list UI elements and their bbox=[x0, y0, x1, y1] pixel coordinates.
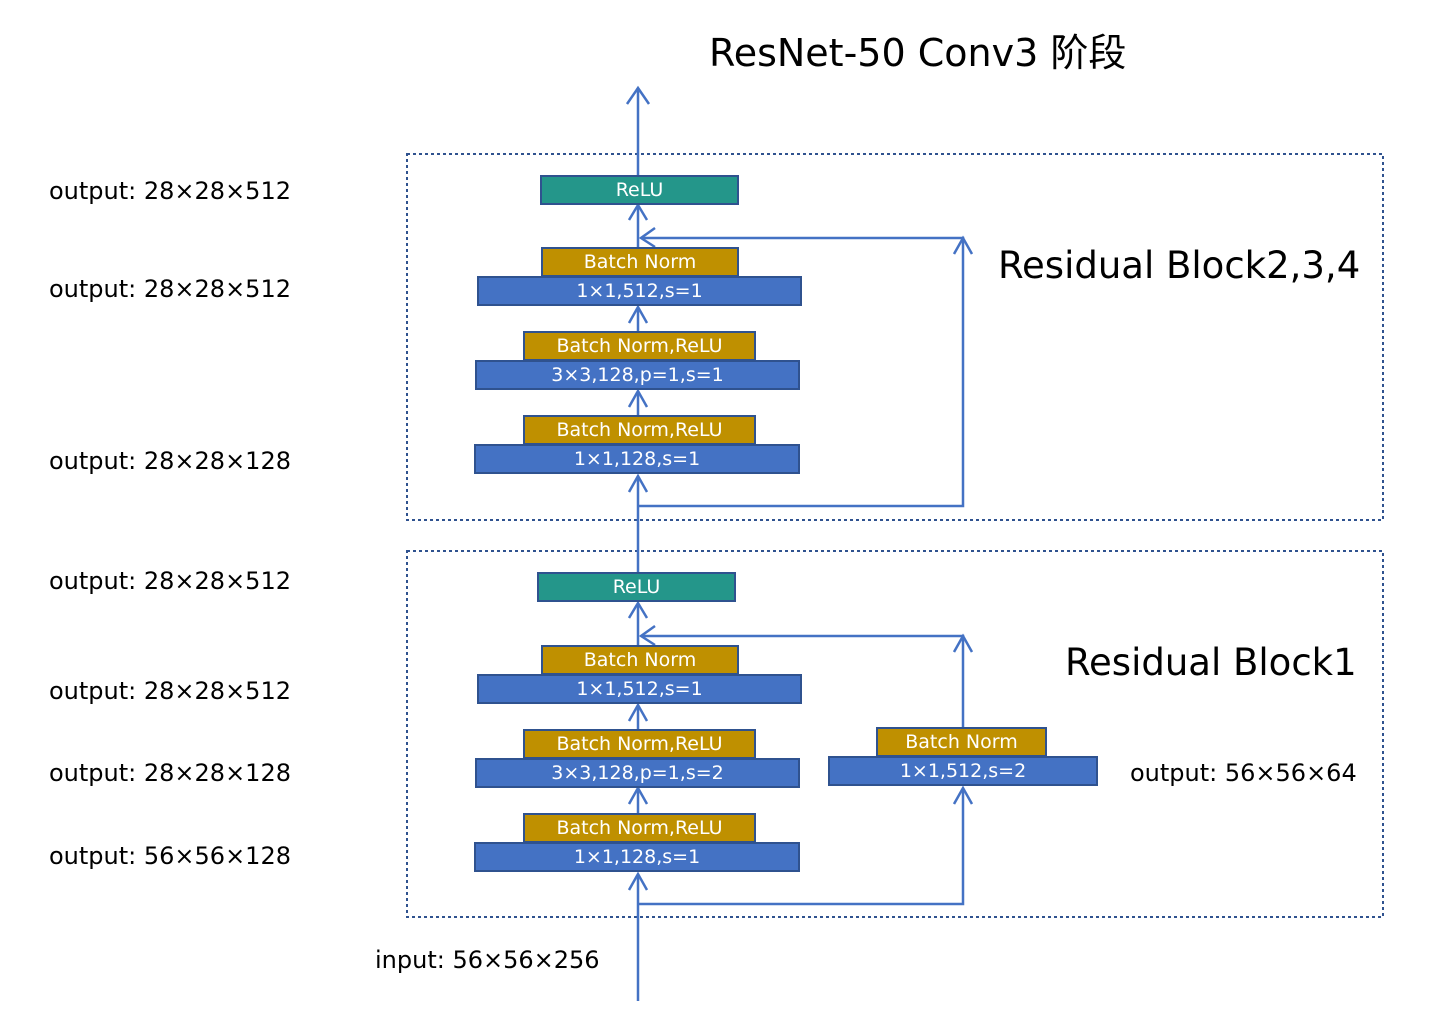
b1-bn2-box: Batch Norm,ReLU bbox=[523, 729, 756, 759]
b1-shortcut-conv-box: 1×1,512,s=2 bbox=[828, 756, 1098, 786]
output-label-bottom-conv3: output: 28×28×512 bbox=[49, 677, 291, 705]
b2-shortcut bbox=[638, 236, 965, 508]
output-label-top-conv1: output: 28×28×128 bbox=[49, 447, 291, 475]
b1-shortcut-up bbox=[638, 788, 965, 906]
b1-shortcut-bn-box: Batch Norm bbox=[876, 727, 1047, 757]
arrowhead-b1-merge-left bbox=[638, 624, 656, 647]
arrowhead-b1-merge-right bbox=[952, 633, 974, 653]
arrowhead-b1-shortcut bbox=[952, 785, 974, 805]
arrowhead-b2-relu bbox=[627, 202, 649, 221]
arrowhead-b1-relu bbox=[627, 600, 649, 619]
b2-conv2-box: 3×3,128,p=1,s=1 bbox=[475, 360, 800, 390]
arrowhead-b1-conv1 bbox=[627, 871, 649, 891]
b1-bn3-box: Batch Norm bbox=[541, 645, 739, 675]
arrowhead-b2-bn3 bbox=[627, 304, 649, 324]
b1-relu-box: ReLU bbox=[537, 572, 736, 602]
arrowhead-output bbox=[625, 85, 651, 105]
b2-conv3-box: 1×1,512,s=1 bbox=[477, 276, 802, 306]
block-bottom-title: Residual Block1 bbox=[1065, 641, 1357, 684]
arrowhead-b2-merge-left bbox=[638, 226, 656, 249]
block-bottom-boundary bbox=[406, 550, 1384, 918]
output-label-bottom-conv1: output: 56×56×128 bbox=[49, 842, 291, 870]
output-label-shortcut: output: 56×56×64 bbox=[1130, 759, 1357, 787]
b1-bn1-box: Batch Norm,ReLU bbox=[523, 813, 756, 843]
b1-conv1-box: 1×1,128,s=1 bbox=[474, 842, 800, 872]
arrowhead-b1-bn2 bbox=[627, 785, 649, 805]
output-label-bottom-relu: output: 28×28×512 bbox=[49, 567, 291, 595]
arrowhead-b1-bn3 bbox=[627, 702, 649, 722]
arrowhead-b2-conv1 bbox=[627, 473, 649, 493]
b2-conv1-box: 1×1,128,s=1 bbox=[474, 444, 800, 474]
b1-conv3-box: 1×1,512,s=1 bbox=[477, 674, 802, 704]
block-top-title: Residual Block2,3,4 bbox=[998, 244, 1361, 287]
block-top-boundary bbox=[406, 153, 1384, 521]
b2-relu-box: ReLU bbox=[540, 175, 739, 205]
output-label-top-conv3: output: 28×28×512 bbox=[49, 275, 291, 303]
b1-conv2-box: 3×3,128,p=1,s=2 bbox=[475, 758, 800, 788]
arrowhead-b2-merge-right bbox=[952, 235, 974, 255]
output-label-top-relu: output: 28×28×512 bbox=[49, 177, 291, 205]
diagram-title: ResNet-50 Conv3 阶段 bbox=[709, 31, 1127, 75]
input-label: input: 56×56×256 bbox=[375, 946, 600, 974]
b2-bn3-box: Batch Norm bbox=[541, 247, 739, 277]
arrowhead-b2-bn2 bbox=[627, 388, 649, 408]
b2-bn1-box: Batch Norm,ReLU bbox=[523, 415, 756, 445]
b2-bn2-box: Batch Norm,ReLU bbox=[523, 331, 756, 361]
output-label-bottom-conv2: output: 28×28×128 bbox=[49, 759, 291, 787]
